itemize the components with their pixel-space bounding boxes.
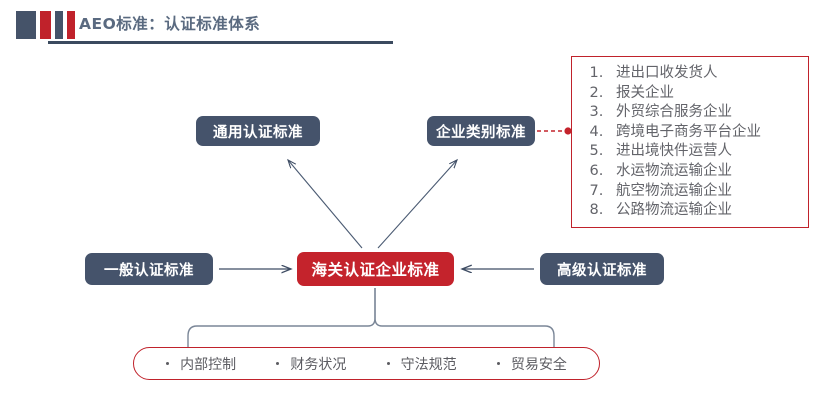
- criteria-label: 财务状况: [290, 356, 347, 373]
- accent-bar-red-1: [40, 11, 51, 39]
- list-item: 报关企业: [608, 84, 804, 104]
- criteria-label: 贸易安全: [510, 356, 567, 373]
- criteria-item-legal-compliance: 守法规范: [386, 354, 457, 374]
- criteria-box: 内部控制 财务状况 守法规范 贸易安全: [133, 347, 600, 380]
- bullet-dot-icon: [166, 362, 170, 365]
- accent-bar-red-2: [67, 11, 75, 39]
- list-item: 水运物流运输企业: [608, 162, 804, 182]
- page-title: AEO标准：认证标准体系: [79, 15, 261, 33]
- node-customs-certified-enterprise-standard[interactable]: 海关认证企业标准: [297, 252, 454, 286]
- enterprise-category-ordered-list: 进出口收发货人 报关企业 外贸综合服务企业 跨境电子商务平台企业 进出境快件运营…: [578, 64, 804, 221]
- list-item: 航空物流运输企业: [608, 182, 804, 202]
- list-item: 外贸综合服务企业: [608, 103, 804, 123]
- bullet-dot-icon: [276, 362, 280, 365]
- criteria-label: 守法规范: [400, 356, 457, 373]
- header-divider: [48, 41, 393, 44]
- criteria-item-financial-status: 财务状况: [276, 354, 346, 374]
- list-item: 进出境快件运营人: [608, 142, 804, 162]
- bullet-dot-icon: [386, 362, 390, 365]
- enterprise-category-list: 进出口收发货人 报关企业 外贸综合服务企业 跨境电子商务平台企业 进出境快件运营…: [571, 56, 809, 228]
- list-item: 公路物流运输企业: [608, 201, 804, 221]
- node-general-certification-standard[interactable]: 通用认证标准: [196, 116, 320, 146]
- arrow-center-to-category: [377, 160, 457, 249]
- node-enterprise-category-standard[interactable]: 企业类别标准: [427, 116, 535, 146]
- list-item: 进出口收发货人: [608, 64, 804, 84]
- accent-bar-navy-wide: [16, 11, 36, 39]
- arrow-center-to-general: [288, 160, 363, 249]
- node-advanced-certification-standard[interactable]: 高级认证标准: [540, 253, 664, 285]
- criteria-item-trade-security: 贸易安全: [496, 354, 567, 374]
- header-accent-bars: [16, 11, 79, 39]
- brace-center-to-criteria: [187, 288, 376, 347]
- bullet-dot-icon: [496, 362, 500, 365]
- accent-bar-navy-narrow: [55, 11, 63, 39]
- node-basic-certification-standard[interactable]: 一般认证标准: [85, 253, 213, 285]
- list-item: 跨境电子商务平台企业: [608, 123, 804, 143]
- brace-center-to-criteria-right: [374, 288, 555, 347]
- criteria-label: 内部控制: [180, 356, 237, 373]
- criteria-item-internal-control: 内部控制: [166, 354, 236, 374]
